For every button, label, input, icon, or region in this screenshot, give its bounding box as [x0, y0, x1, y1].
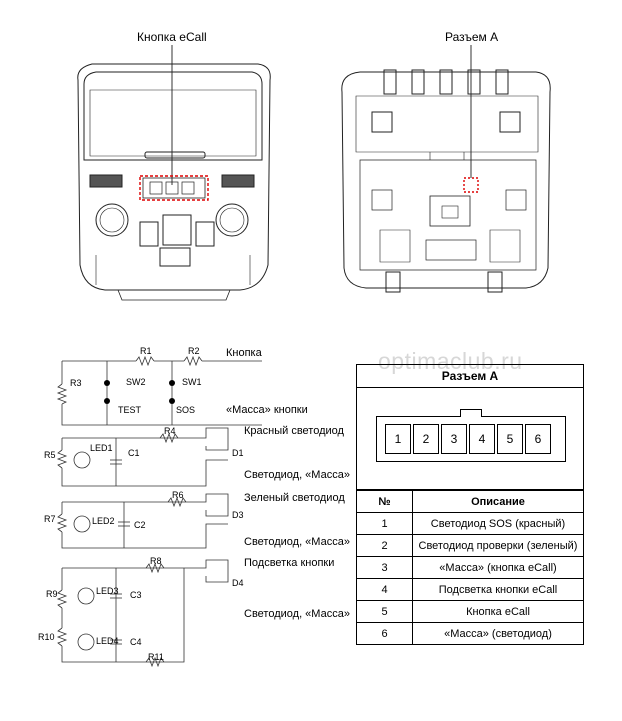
connector-pin: 6	[525, 424, 551, 454]
led4-label: LED4	[96, 636, 119, 646]
led1-label: LED1	[90, 443, 113, 453]
row-desc: «Масса» (кнопка eCall)	[412, 556, 584, 579]
circuit-schematic	[56, 355, 262, 668]
ecall-button-label: Кнопка eCall	[137, 30, 207, 44]
c1-label: C1	[128, 448, 140, 458]
connector-pin: 4	[469, 424, 495, 454]
connector-a-key	[460, 409, 482, 417]
sw1-label: SW1	[182, 377, 202, 387]
green-led-label: Зеленый светодиод	[244, 492, 345, 504]
r1-label: R1	[140, 346, 152, 356]
d4-label: D4	[232, 578, 244, 588]
connector-pin: 5	[497, 424, 523, 454]
connector-pin: 3	[441, 424, 467, 454]
button-backlight-label: Подсветка кнопки	[244, 557, 335, 569]
led-ground-2-label: Светодиод, «Масса»	[244, 536, 350, 548]
led-ground-3-label: Светодиод, «Масса»	[244, 608, 350, 620]
led2-label: LED2	[92, 516, 115, 526]
r9-label: R9	[46, 589, 58, 599]
row-desc: «Масса» (светодиод)	[412, 622, 584, 645]
led-ground-1-label: Светодиод, «Масса»	[244, 469, 350, 481]
switch-contacts	[104, 380, 175, 404]
test-label: TEST	[118, 405, 142, 415]
row-desc: Светодиод SOS (красный)	[412, 512, 584, 535]
button-ground-label: «Масса» кнопки	[226, 404, 308, 416]
row-desc: Светодиод проверки (зеленый)	[412, 534, 584, 557]
connector-a-label: Разъем А	[445, 30, 499, 44]
row-num: 4	[356, 578, 413, 601]
r4-label: R4	[164, 426, 176, 436]
c2-label: C2	[134, 520, 146, 530]
r7-label: R7	[44, 514, 56, 524]
r11-label: R11	[148, 652, 164, 662]
row-desc: Подсветка кнопки eCall	[412, 578, 584, 601]
row-desc: Кнопка eCall	[412, 600, 584, 623]
table-header-num: №	[356, 490, 413, 513]
table-row: 6«Масса» (светодиод)	[356, 622, 584, 645]
c4-label: C4	[130, 637, 142, 647]
console-rear-view	[341, 69, 551, 293]
table-header-desc: Описание	[412, 490, 584, 513]
row-num: 3	[356, 556, 413, 579]
connector-a-title: Разъем А	[357, 365, 583, 388]
watermark: optimaclub.ru	[378, 348, 523, 374]
d3-label: D3	[232, 510, 244, 520]
sos-label: SOS	[176, 405, 196, 415]
row-num: 6	[356, 622, 413, 645]
table-row: 3«Масса» (кнопка eCall)	[356, 556, 584, 579]
r10-label: R10	[38, 632, 55, 642]
row-num: 1	[356, 512, 413, 535]
r8-label: R8	[150, 556, 162, 566]
c3-label: C3	[130, 590, 142, 600]
r3-label: R3	[70, 378, 82, 388]
row-num: 5	[356, 600, 413, 623]
button-label: Кнопка	[226, 347, 262, 359]
sw2-label: SW2	[126, 377, 146, 387]
red-led-label: Красный светодиод	[244, 425, 344, 437]
led3-label: LED3	[96, 586, 119, 596]
r5-label: R5	[44, 450, 56, 460]
d1-label: D1	[232, 448, 244, 458]
row-num: 2	[356, 534, 413, 557]
console-front-view	[77, 63, 271, 301]
connector-pin: 2	[413, 424, 439, 454]
connector-pin: 1	[385, 424, 411, 454]
r6-label: R6	[172, 490, 184, 500]
r2-label: R2	[188, 346, 200, 356]
